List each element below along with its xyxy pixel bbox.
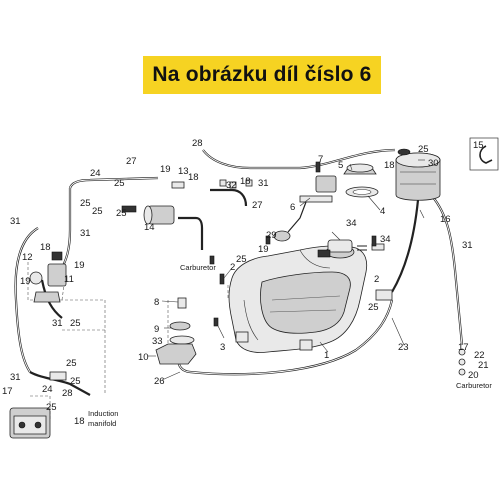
callout-31: 31 bbox=[52, 318, 63, 329]
callout-28: 28 bbox=[62, 388, 73, 399]
callout-23: 23 bbox=[398, 342, 409, 353]
part-number-banner: Na obrázku díl číslo 6 bbox=[143, 56, 381, 94]
callout-25: 25 bbox=[368, 302, 379, 313]
callout-25: 25 bbox=[114, 178, 125, 189]
callout-19: 19 bbox=[20, 276, 31, 287]
callout-18: 18 bbox=[240, 176, 251, 187]
filler-cap bbox=[343, 163, 379, 198]
callout-31: 31 bbox=[462, 240, 473, 251]
callout-31: 31 bbox=[10, 216, 21, 227]
callout-18: 18 bbox=[74, 416, 85, 427]
callout-31: 31 bbox=[258, 178, 269, 189]
callout-34: 34 bbox=[346, 218, 357, 229]
callout-4: 4 bbox=[380, 206, 385, 217]
callout-25: 25 bbox=[80, 198, 91, 209]
callout-32: 32 bbox=[226, 180, 237, 191]
clip-detail-15 bbox=[469, 137, 499, 171]
callout-1: 1 bbox=[324, 350, 329, 361]
fuel-tank bbox=[228, 239, 368, 353]
callout-24: 24 bbox=[90, 168, 101, 179]
callout-22: 22 bbox=[474, 350, 485, 361]
callout-27: 27 bbox=[126, 156, 137, 167]
callout-17: 17 bbox=[2, 386, 13, 397]
callout-3: 3 bbox=[220, 342, 225, 353]
callout-16: 16 bbox=[440, 214, 451, 225]
carburetor-note-left: Carburetor bbox=[180, 263, 216, 272]
callout-14: 14 bbox=[144, 222, 155, 233]
callout-25: 25 bbox=[418, 144, 429, 155]
callout-25: 25 bbox=[92, 206, 103, 217]
callout-5: 5 bbox=[338, 160, 343, 171]
callout-31: 31 bbox=[80, 228, 91, 239]
screws bbox=[209, 161, 377, 327]
callout-2: 2 bbox=[374, 274, 379, 285]
induction-note-line1: Induction bbox=[88, 409, 118, 418]
leader-lines bbox=[148, 159, 425, 381]
induction-manifold-parts bbox=[9, 371, 67, 439]
callout-19: 19 bbox=[74, 260, 85, 271]
callout-10: 10 bbox=[138, 352, 149, 363]
callout-17: 17 bbox=[458, 342, 469, 353]
callout-25: 25 bbox=[70, 376, 81, 387]
left-valve bbox=[29, 251, 67, 303]
carburetor-note-right: Carburetor bbox=[456, 381, 492, 390]
callout-19: 19 bbox=[160, 164, 171, 175]
callout-27: 27 bbox=[252, 200, 263, 211]
induction-note-line2: manifold bbox=[88, 419, 116, 428]
callout-12: 12 bbox=[22, 252, 33, 263]
callout-8: 8 bbox=[154, 297, 159, 308]
callout-28: 28 bbox=[192, 138, 203, 149]
callout-18: 18 bbox=[384, 160, 395, 171]
callout-11: 11 bbox=[64, 274, 74, 285]
callout-21: 21 bbox=[478, 360, 489, 371]
callout-26: 26 bbox=[154, 376, 165, 387]
callout-18: 18 bbox=[40, 242, 51, 253]
callout-25: 25 bbox=[46, 402, 57, 413]
callout-2: 2 bbox=[230, 262, 235, 273]
callout-18: 18 bbox=[188, 172, 199, 183]
callout-19: 19 bbox=[258, 244, 269, 255]
callout-20: 20 bbox=[468, 370, 479, 381]
annotation-notes: Carburetor Carburetor Induction manifold bbox=[88, 263, 492, 428]
filter-cluster bbox=[121, 179, 253, 225]
callout-25: 25 bbox=[236, 254, 247, 265]
banner-title: Na obrázku díl číslo 6 bbox=[152, 63, 372, 86]
hose-lines bbox=[14, 148, 464, 396]
callout-15: 15 bbox=[473, 140, 484, 151]
callout-7: 7 bbox=[318, 154, 323, 165]
callout-25: 25 bbox=[66, 358, 77, 369]
callout-30: 30 bbox=[428, 158, 439, 169]
vacuum-valve bbox=[155, 297, 197, 365]
callout-13: 13 bbox=[178, 166, 189, 177]
callout-25: 25 bbox=[116, 208, 127, 219]
callout-24: 24 bbox=[42, 384, 53, 395]
callout-31: 31 bbox=[10, 372, 21, 383]
callout-numbers: 1 2 2 3 4 5 6 7 8 9 10 11 12 13 14 15 16… bbox=[2, 138, 489, 427]
callout-29: 29 bbox=[266, 230, 277, 241]
canister-30 bbox=[395, 148, 441, 201]
callout-33: 33 bbox=[152, 336, 163, 347]
fuel-level-sender-6 bbox=[273, 175, 337, 242]
callout-9: 9 bbox=[154, 324, 159, 335]
callout-6: 6 bbox=[290, 202, 295, 213]
callout-25: 25 bbox=[70, 318, 81, 329]
callout-34: 34 bbox=[380, 234, 391, 245]
right-small-parts bbox=[357, 243, 466, 376]
